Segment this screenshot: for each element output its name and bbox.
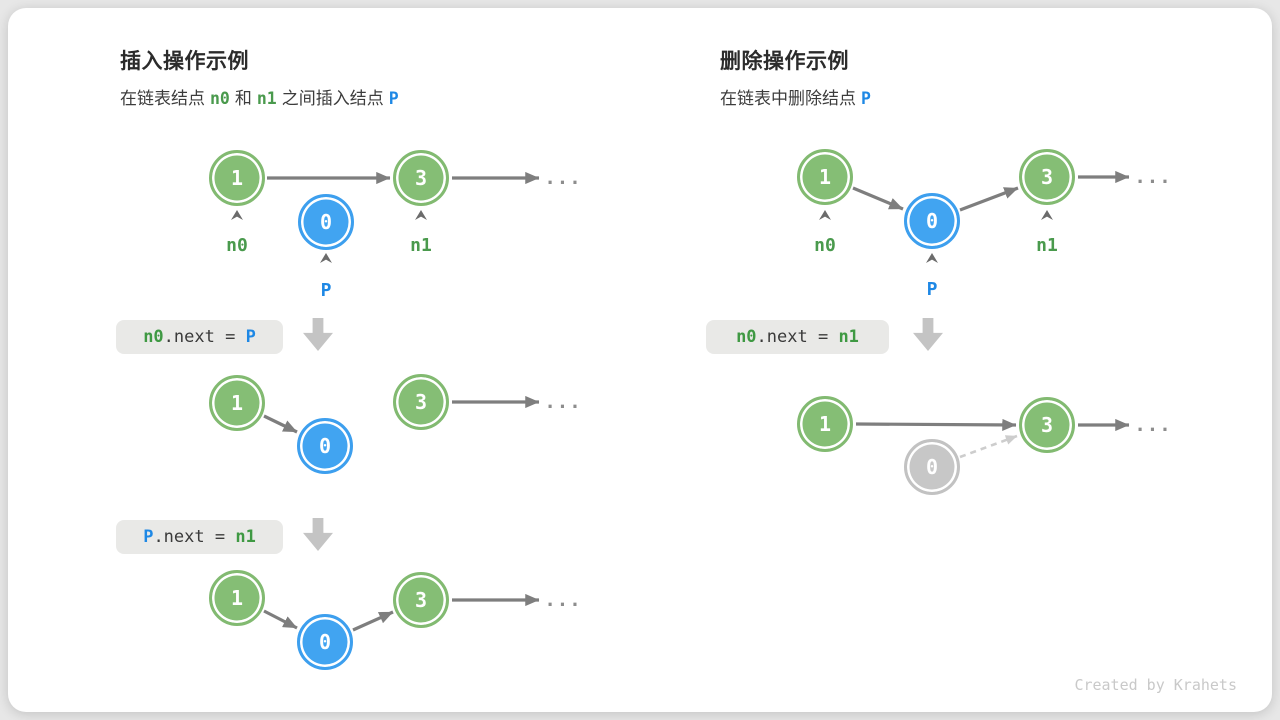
token-p: P xyxy=(388,89,399,108)
arrow-left2-n0-to-p xyxy=(263,414,298,434)
subtitle-text: 之间插入结点 xyxy=(281,89,384,108)
label-p: P xyxy=(320,280,332,301)
node-1: 1 xyxy=(209,150,265,206)
node-3: 3 xyxy=(393,150,449,206)
label-n0: n0 xyxy=(226,235,248,256)
delete-subtitle: 在链表中删除结点 P xyxy=(720,84,876,109)
code-box-n0-next-n1: n0.next = n1 xyxy=(706,320,889,354)
code-token: .next = xyxy=(756,327,839,347)
ellipsis: ... xyxy=(544,589,582,611)
code-token: P xyxy=(245,327,256,347)
arrow-right2-deleted-p-to-n1-dashed xyxy=(959,434,1018,459)
arrow-left3-p-to-n1 xyxy=(352,610,394,632)
arrow-right1-n0-to-p xyxy=(852,186,904,211)
subtitle-text: 在链表结点 xyxy=(120,89,205,108)
node-1: 1 xyxy=(209,570,265,626)
ellipsis: ... xyxy=(544,391,582,413)
delete-title: 删除操作示例 xyxy=(720,50,849,73)
ellipsis: ... xyxy=(1134,414,1172,436)
subtitle-text: 在链表中删除结点 xyxy=(720,89,856,108)
caret-up-icon xyxy=(415,210,427,220)
code-box-p-next-n1: P.next = n1 xyxy=(116,520,283,554)
node-3: 3 xyxy=(1019,397,1075,453)
node-1: 1 xyxy=(797,149,853,205)
label-n1: n1 xyxy=(410,235,432,256)
code-token: n0 xyxy=(143,327,164,347)
footer-credit: Created by Krahets xyxy=(1074,676,1237,694)
code-token: n1 xyxy=(838,327,859,347)
code-token: .next = xyxy=(153,527,236,547)
token-n0: n0 xyxy=(210,89,230,108)
caret-up-icon xyxy=(1041,210,1053,220)
node-p-deleted: 0 xyxy=(904,439,960,495)
label-n1: n1 xyxy=(1036,235,1058,256)
code-token: n1 xyxy=(235,527,256,547)
token-p: P xyxy=(861,89,871,108)
token-n1: n1 xyxy=(256,89,277,108)
node-p: 0 xyxy=(297,614,353,670)
node-3: 3 xyxy=(393,572,449,628)
node-p: 0 xyxy=(904,193,960,249)
caret-up-icon xyxy=(926,253,938,263)
code-token: .next = xyxy=(163,327,246,347)
arrow-right2-n0-to-n1 xyxy=(855,418,1017,431)
node-1: 1 xyxy=(797,396,853,452)
node-3: 3 xyxy=(1019,149,1075,205)
ellipsis: ... xyxy=(544,167,582,189)
node-p: 0 xyxy=(298,194,354,250)
code-token: P xyxy=(143,527,154,547)
insert-title: 插入操作示例 xyxy=(120,50,249,73)
node-p: 0 xyxy=(297,418,353,474)
caret-up-icon xyxy=(231,210,243,220)
arrow-right1-p-to-n1 xyxy=(959,186,1019,212)
label-p: P xyxy=(926,279,938,300)
ellipsis: ... xyxy=(1134,166,1172,188)
node-1: 1 xyxy=(209,375,265,431)
arrow-left3-n0-to-p xyxy=(263,609,298,630)
code-token: n0 xyxy=(736,327,757,347)
caret-up-icon xyxy=(320,253,332,263)
caret-up-icon xyxy=(819,210,831,220)
label-n0: n0 xyxy=(814,235,836,256)
code-box-n0-next-p: n0.next = P xyxy=(116,320,283,354)
arrows-layer xyxy=(231,170,1130,632)
node-3: 3 xyxy=(393,374,449,430)
subtitle-text: 和 xyxy=(234,89,252,108)
